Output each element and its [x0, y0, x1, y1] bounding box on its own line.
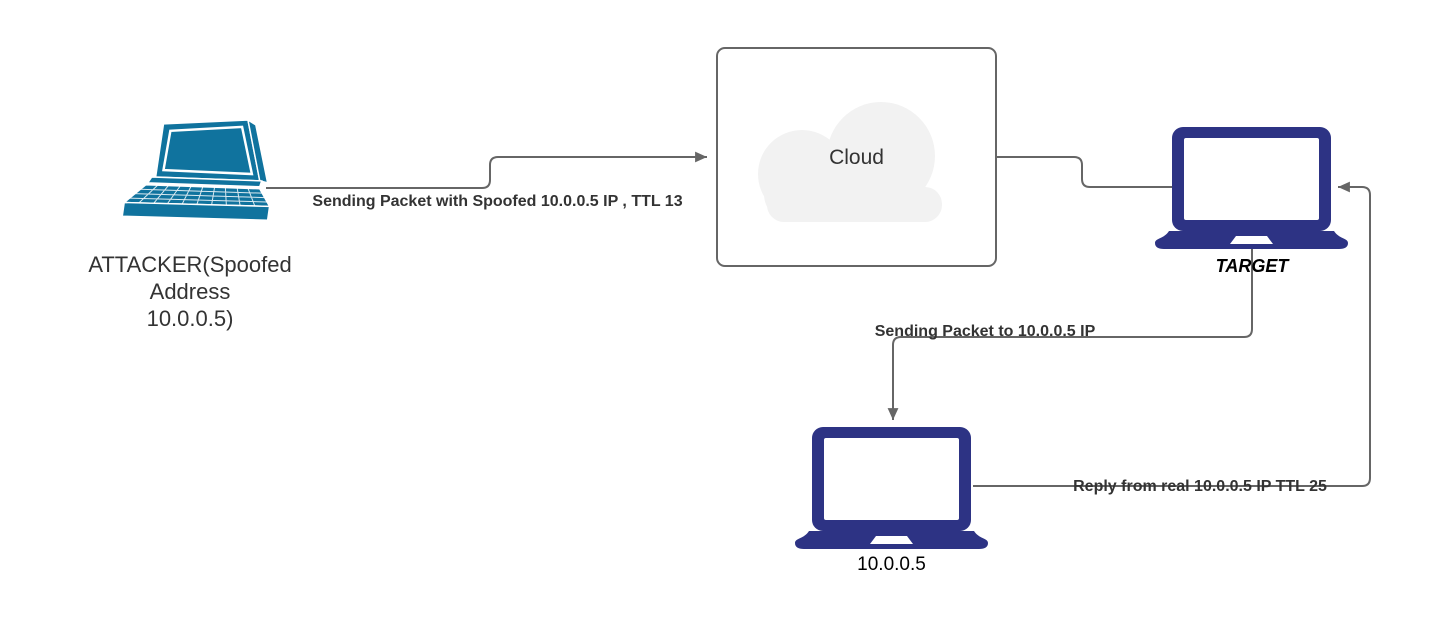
edge-label-real-host-to-target: Reply from real 10.0.0.5 IP TTL 25 [1073, 478, 1327, 495]
attacker-label-line2: Address [149, 279, 231, 304]
target-label: TARGET [1215, 256, 1289, 276]
real-host-label: 10.0.0.5 [857, 554, 926, 575]
attacker-laptop-icon [121, 120, 270, 221]
edge-label-attacker-to-cloud: Sending Packet with Spoofed 10.0.0.5 IP … [312, 193, 683, 210]
real-host-laptop-icon [795, 427, 988, 549]
edge-cloud-to-target [997, 156, 1173, 188]
target-laptop-icon [1155, 127, 1348, 249]
cloud-label: Cloud [829, 146, 884, 169]
edge-real-host-to-target [973, 181, 1371, 487]
attacker-label-line3: 10.0.0.5) [146, 306, 234, 331]
attacker-label: ATTACKER(Spoofed Address 10.0.0.5) [88, 251, 292, 332]
edge-attacker-to-cloud [266, 151, 707, 189]
cloud-box: Cloud [716, 47, 997, 267]
attacker-label-line1: ATTACKER(Spoofed [88, 252, 292, 277]
cloud-icon [758, 102, 942, 222]
edge-label-target-to-real-host: Sending Packet to 10.0.0.5 IP [874, 323, 1096, 340]
edge-target-to-real-host [887, 249, 1253, 420]
